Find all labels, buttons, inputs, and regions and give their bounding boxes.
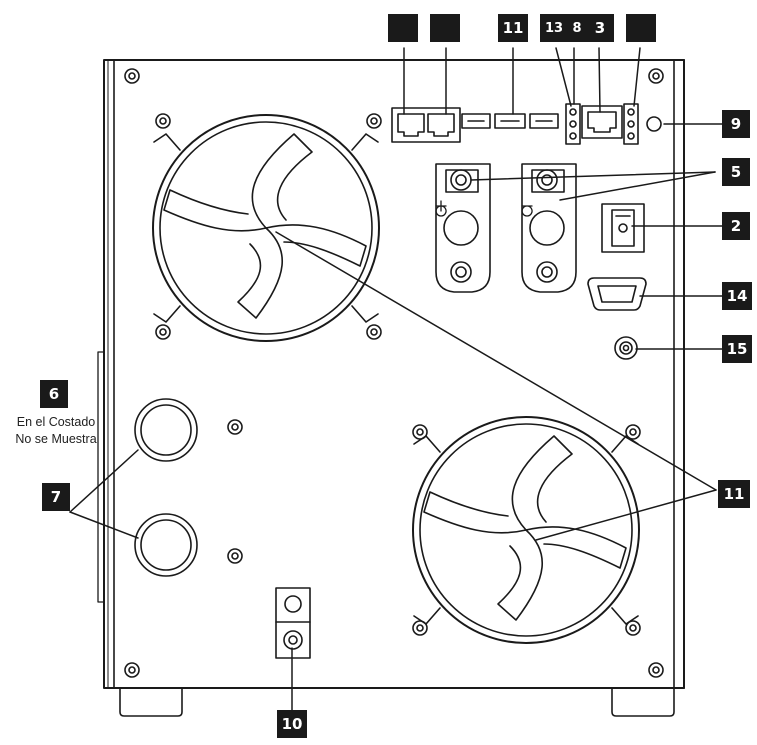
- callout-1-left: [388, 14, 418, 42]
- top-connectors: [391, 103, 662, 145]
- bottom-fan: [412, 416, 641, 644]
- callout-15: 15: [722, 335, 752, 363]
- callout-7: 7: [42, 483, 70, 511]
- callout-14: 14: [722, 282, 752, 310]
- panel-screws: [124, 68, 664, 678]
- side-note-line-2: No se Muestra: [15, 432, 97, 446]
- chassis: [97, 59, 685, 717]
- callout-5: 5: [722, 158, 750, 186]
- leader-lines: [69, 47, 723, 711]
- callout-4: [626, 14, 656, 42]
- battery-terminals: [435, 163, 577, 293]
- callout-9: 9: [722, 110, 750, 138]
- callout-2: 2: [722, 212, 750, 240]
- callout-13: 13: [540, 14, 568, 42]
- callout-8: 8: [568, 14, 586, 42]
- callout-10: 10: [277, 710, 307, 738]
- side-note-line-1: En el Costado: [16, 415, 96, 429]
- round-sockets: [134, 398, 198, 577]
- callout-6: 6: [40, 380, 68, 408]
- side-note: En el Costado No se Muestra: [2, 414, 110, 448]
- bottom-bracket: [275, 587, 311, 659]
- callout-11-top: 11: [498, 14, 528, 42]
- callout-11-right: 11: [718, 480, 750, 508]
- side-controls: [587, 203, 647, 360]
- callout-1-right: [430, 14, 460, 42]
- callout-3: 3: [586, 14, 614, 42]
- top-fan: [152, 113, 382, 342]
